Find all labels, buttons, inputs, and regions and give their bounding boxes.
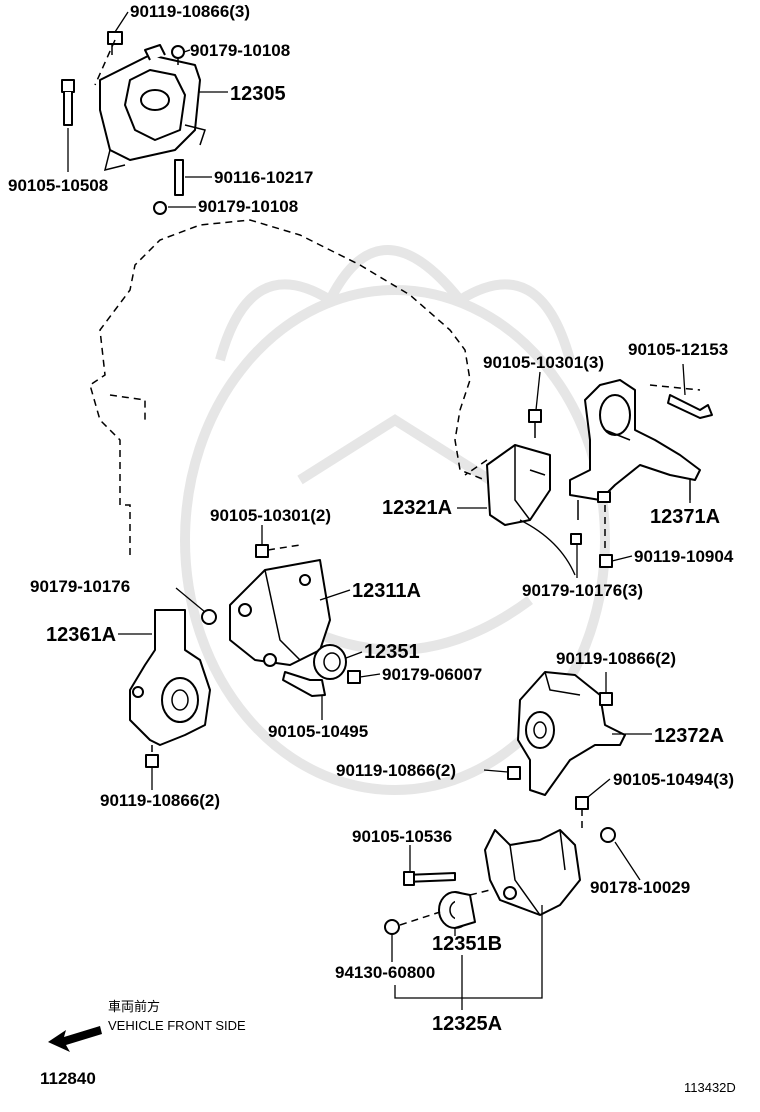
bolt-90119-10904 bbox=[599, 554, 613, 568]
label-90119-10904: 90119-10904 bbox=[634, 547, 734, 566]
label-90105-10301-3: 90105-10301(3) bbox=[483, 353, 604, 372]
label-90105-10508: 90105-10508 bbox=[8, 176, 108, 195]
engine-outline bbox=[89, 219, 486, 555]
label-90119-10866-2-right: 90119-10866(2) bbox=[556, 649, 676, 668]
direction-japanese: 車両前方 bbox=[108, 999, 160, 1014]
label-90119-10866-2-left: 90119-10866(2) bbox=[100, 791, 220, 810]
label-12351B: 12351B bbox=[432, 933, 502, 955]
label-90119-10866-3-top: 90119-10866(3) bbox=[130, 2, 250, 21]
bolt-90105-10301-3 bbox=[528, 409, 542, 438]
label-12311A: 12311A bbox=[352, 580, 421, 602]
nut-90179-06007 bbox=[347, 670, 361, 684]
label-90179-10108-bottom: 90179-10108 bbox=[198, 197, 298, 216]
nut-90179-10176 bbox=[201, 609, 217, 625]
nut-94130-60800 bbox=[384, 919, 400, 935]
label-12321A: 12321A bbox=[382, 497, 452, 519]
label-90116-10217: 90116-10217 bbox=[214, 168, 313, 187]
diagram-code-right: 113432D bbox=[684, 1080, 736, 1095]
label-90179-10176-3: 90179-10176(3) bbox=[522, 581, 643, 600]
dash-12311A bbox=[267, 544, 301, 551]
label-90178-10029: 90178-10029 bbox=[590, 878, 690, 897]
arrow-left-icon bbox=[48, 1026, 102, 1052]
label-90179-06007: 90179-06007 bbox=[382, 665, 482, 684]
nut-90179-10108-bottom bbox=[153, 201, 167, 215]
part-12372A-mount bbox=[517, 671, 626, 796]
leader-12321A-nut bbox=[519, 519, 576, 576]
dash-12351B bbox=[399, 911, 441, 926]
direction-english: VEHICLE FRONT SIDE bbox=[108, 1018, 246, 1033]
label-12305: 12305 bbox=[230, 83, 286, 105]
part-12351B-bushing bbox=[438, 891, 476, 929]
bolt-90119-10866-2-mid bbox=[507, 766, 521, 780]
stud-90116-10217 bbox=[174, 159, 184, 196]
part-12321A-bracket bbox=[486, 444, 551, 526]
label-94130-60800: 94130-60800 bbox=[335, 963, 435, 982]
label-12372A: 12372A bbox=[654, 725, 724, 747]
diagram-code-left: 112840 bbox=[40, 1069, 96, 1088]
part-12361A-mount bbox=[129, 609, 211, 746]
label-12351: 12351 bbox=[364, 641, 420, 663]
label-90179-10176: 90179-10176 bbox=[30, 577, 130, 596]
label-12371A: 12371A bbox=[650, 506, 720, 528]
label-90179-10108-top: 90179-10108 bbox=[190, 41, 290, 60]
bolt-90105-10494-3 bbox=[575, 796, 589, 810]
part-12305-mount bbox=[99, 44, 206, 172]
label-12325A: 12325A bbox=[432, 1013, 502, 1035]
dash-12325A bbox=[469, 889, 491, 896]
label-90105-10495: 90105-10495 bbox=[268, 722, 368, 741]
nut-90179-10108-top bbox=[171, 45, 185, 59]
part-12311A-bracket bbox=[229, 559, 331, 667]
label-90105-10494-3: 90105-10494(3) bbox=[613, 770, 734, 789]
part-12371A-mount bbox=[569, 379, 701, 520]
label-90105-12153: 90105-12153 bbox=[628, 340, 728, 359]
nut-90178-10029 bbox=[600, 827, 616, 843]
nut-90179-10176-3 bbox=[570, 533, 582, 545]
bolt-90119-10866-2-left bbox=[145, 754, 159, 768]
dash-12371A-1 bbox=[649, 384, 701, 391]
bolt-90105-10508 bbox=[61, 79, 75, 126]
part-12325A-bracket bbox=[484, 829, 581, 916]
leader-lines bbox=[67, 11, 691, 1010]
bolt-90105-12153 bbox=[667, 394, 713, 419]
engine-outline-detail bbox=[109, 394, 146, 420]
bolt-90119-10866-2-right bbox=[599, 692, 613, 706]
label-90105-10536: 90105-10536 bbox=[352, 827, 452, 846]
label-90119-10866-2-mid: 90119-10866(2) bbox=[336, 761, 456, 780]
bolt-90105-10301-2 bbox=[255, 544, 269, 558]
bolt-90105-10495 bbox=[282, 671, 326, 697]
label-12361A: 12361A bbox=[46, 624, 116, 646]
part-12351-bushing bbox=[313, 644, 347, 680]
dash-12321A bbox=[464, 459, 488, 476]
label-90105-10301-2: 90105-10301(2) bbox=[210, 506, 331, 525]
dash-top-1 bbox=[94, 39, 116, 86]
bolt-90105-10536 bbox=[403, 871, 456, 886]
